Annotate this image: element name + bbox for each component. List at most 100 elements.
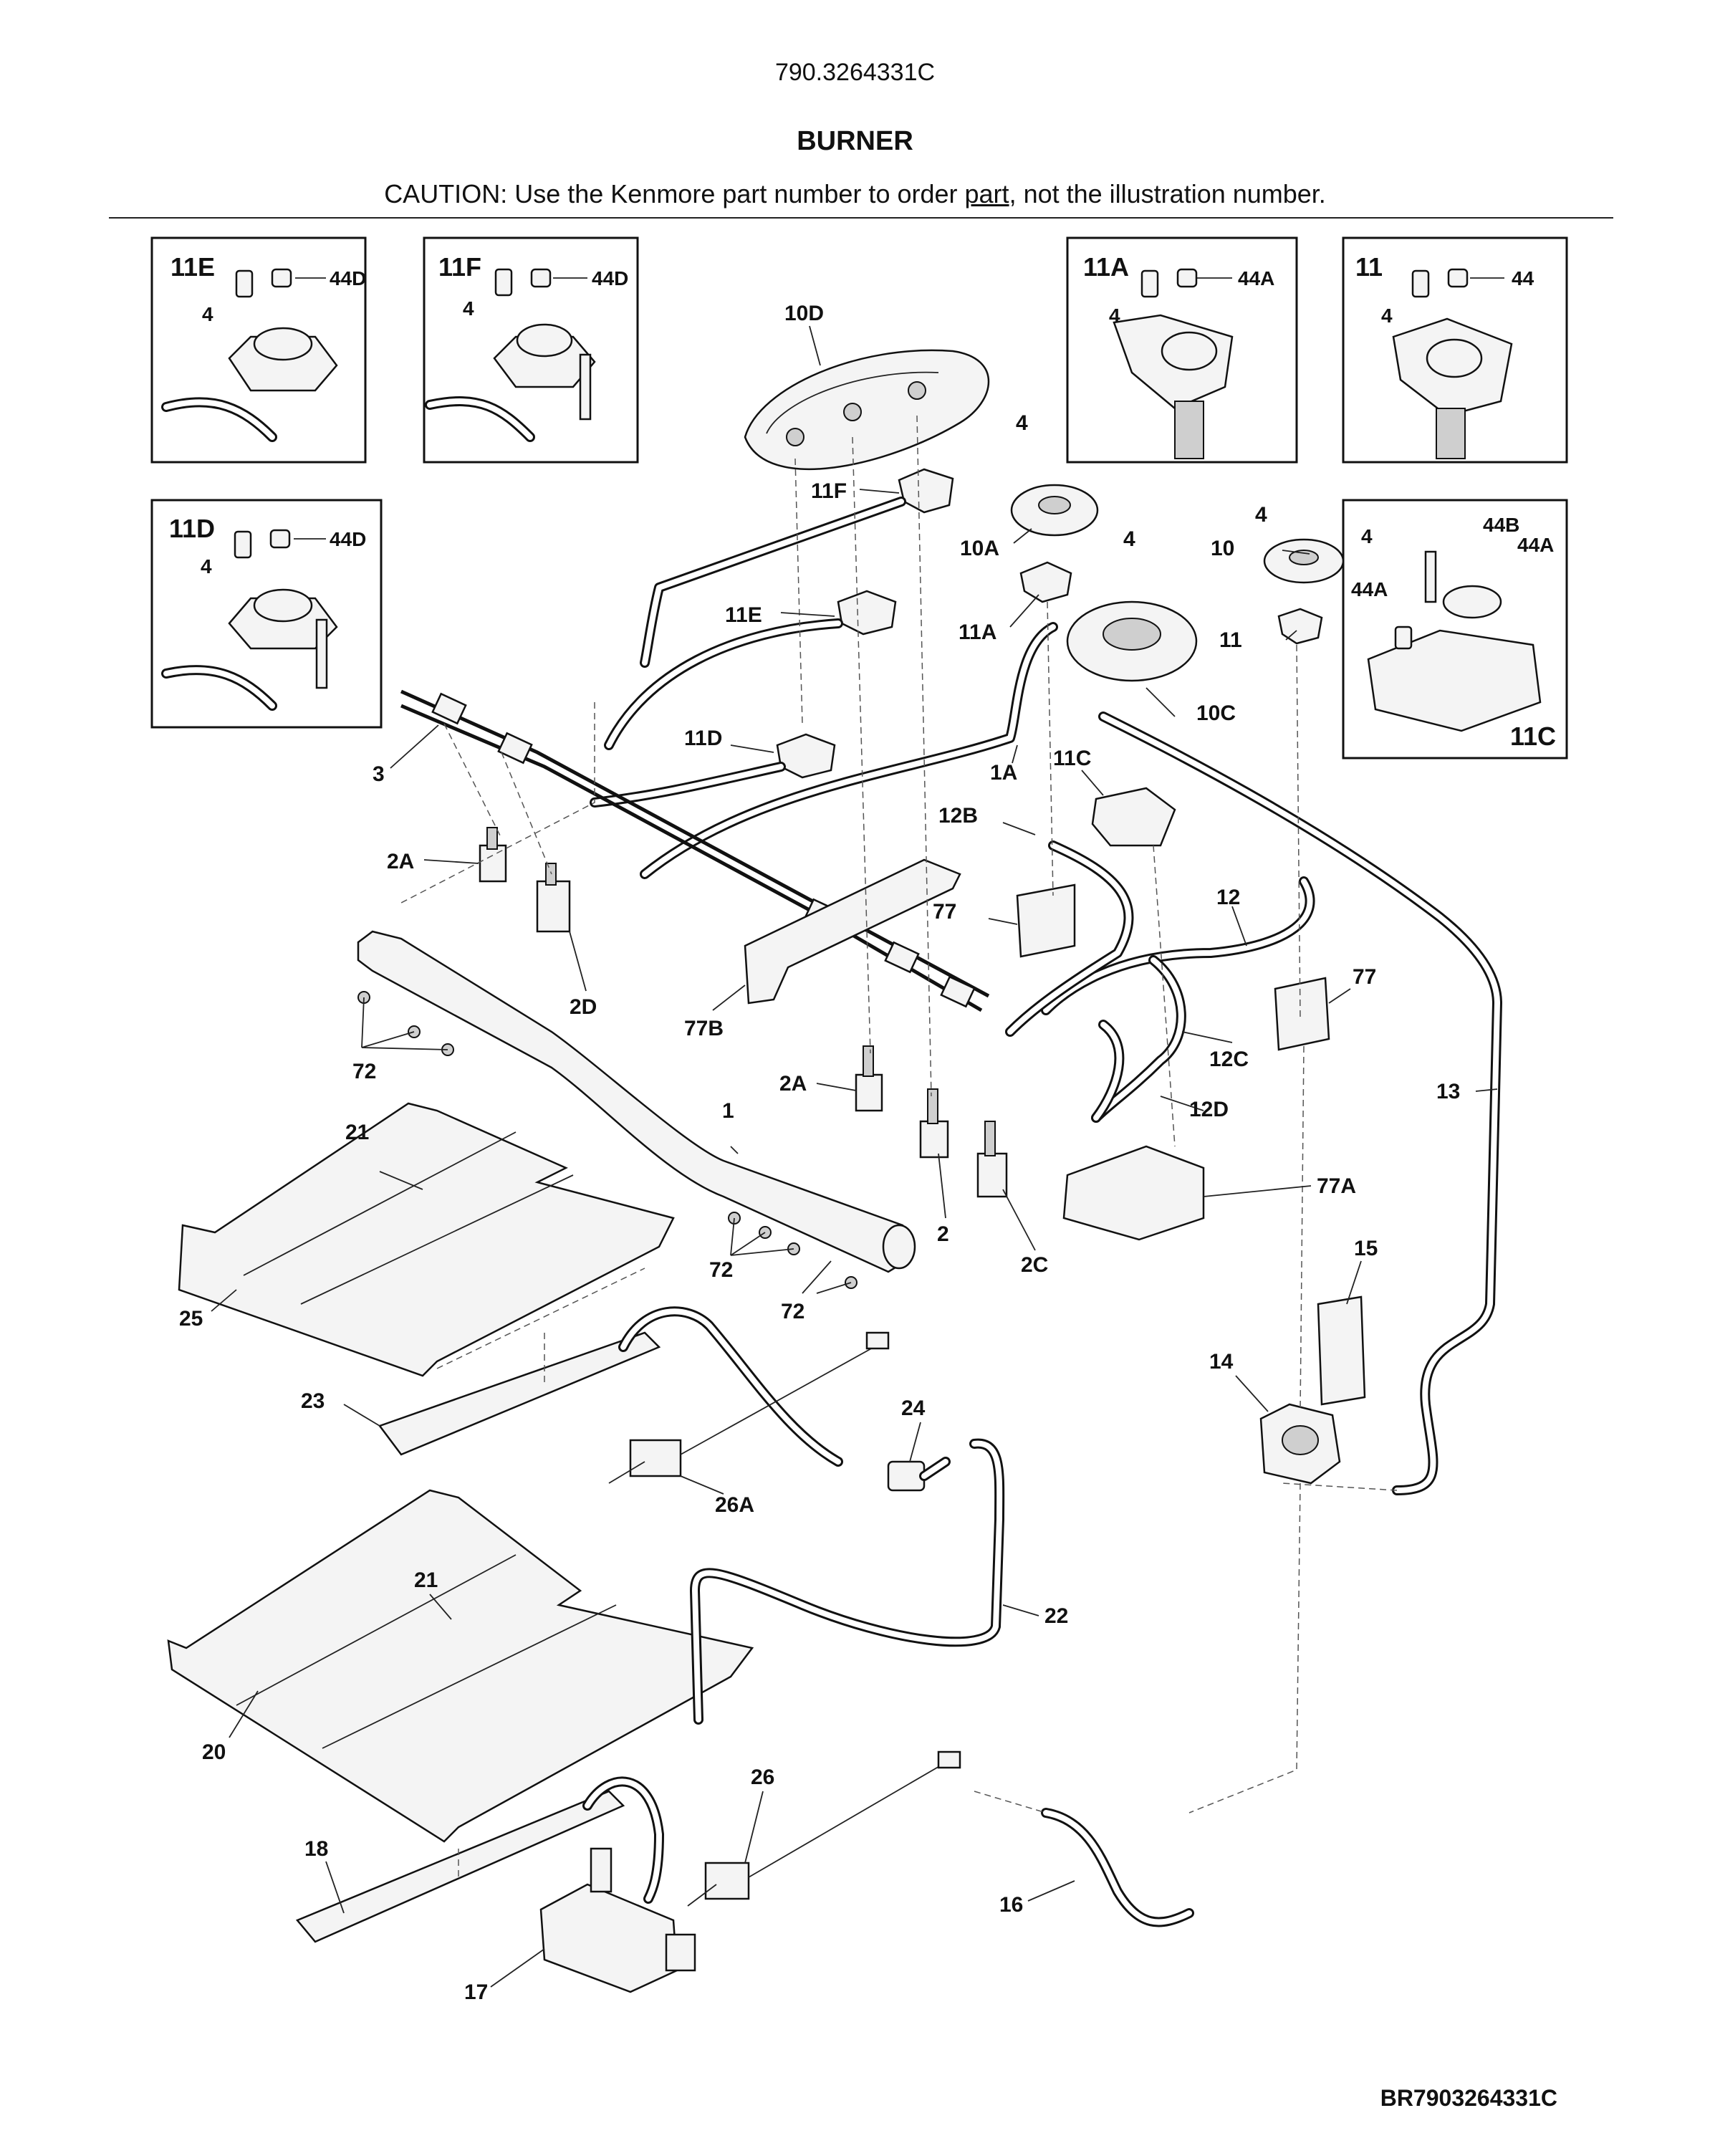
igniter-26 — [687, 1750, 961, 1907]
header-divider — [109, 217, 1613, 219]
callout-26A: 26A — [715, 1493, 754, 1517]
oven-valve-17 — [539, 1847, 696, 1993]
bracket-77-right — [1274, 977, 1330, 1051]
callout-4: 4 — [1255, 503, 1267, 527]
oval-burner-10D — [744, 349, 990, 471]
callout-16: 16 — [999, 1893, 1023, 1917]
inset-11F: 11F 4 44D — [423, 236, 639, 464]
inset-label: 11F — [438, 252, 481, 282]
callout-screw: 4 — [1361, 525, 1373, 547]
callout-15: 15 — [1354, 1237, 1378, 1260]
burner-head-10C — [1066, 600, 1198, 682]
callout-72: 72 — [709, 1258, 733, 1282]
part-link[interactable]: part — [964, 179, 1009, 209]
callout-3: 3 — [373, 762, 385, 786]
callout-22: 22 — [1044, 1604, 1068, 1628]
burner-head-10 — [1263, 538, 1345, 584]
callout-cap-a: 44A — [1517, 534, 1554, 556]
callout-24: 24 — [901, 1396, 926, 1420]
callout-12: 12 — [1216, 886, 1240, 909]
model-number: 790.3264331C — [774, 59, 936, 86]
caution-text-end: , not the illustration number. — [1009, 179, 1326, 209]
cap-icon — [1447, 268, 1469, 288]
callout-12C: 12C — [1209, 1048, 1249, 1071]
diagram-code: BR7903264331C — [1380, 2085, 1557, 2111]
valve-2D — [536, 880, 571, 933]
valve-2C — [976, 1152, 1008, 1198]
inset-label: 11E — [170, 252, 215, 282]
callout-14: 14 — [1209, 1350, 1234, 1374]
callout-screw: 4 — [463, 297, 474, 320]
callout-10C: 10C — [1196, 701, 1236, 725]
burner-valves — [479, 827, 1008, 1198]
bracket-77 — [1016, 883, 1076, 958]
callout-cap-b: 44B — [1483, 514, 1519, 536]
valve-2A-lower — [855, 1073, 883, 1112]
inset-11D: 11D 4 44D — [150, 499, 383, 729]
mounting-brackets — [744, 858, 1366, 1406]
screw-icon — [235, 269, 254, 298]
page-title: BURNER — [797, 126, 913, 156]
callout-11A: 11A — [959, 621, 996, 644]
callout-screw: 4 — [201, 555, 212, 578]
callout-2A: 2A — [387, 850, 414, 873]
callout-cap: 44D — [330, 528, 366, 550]
callout-2D: 2D — [570, 995, 597, 1019]
oven-burner-tube-18 — [295, 1776, 664, 1943]
callout-11D: 11D — [684, 727, 722, 750]
callout-cap: 44A — [1238, 267, 1274, 289]
callout-72: 72 — [352, 1060, 376, 1083]
callout-cap: 44D — [592, 267, 628, 289]
inset-11A: 11A 4 44A — [1066, 236, 1298, 464]
caution-note: CAUTION: Use the Kenmore part number to … — [0, 179, 1710, 209]
burner-head-10A — [1010, 484, 1099, 537]
cap-icon — [1176, 268, 1198, 288]
inset-label: 11D — [169, 514, 215, 543]
oven-burner-tube-23 — [378, 1306, 843, 1467]
callout-18: 18 — [304, 1837, 328, 1861]
manifold-1 — [357, 930, 916, 1273]
inset-label: 11 — [1355, 252, 1383, 282]
screw-icon — [1411, 269, 1430, 298]
screw-icon — [1140, 269, 1159, 298]
callout-cap: 44D — [330, 267, 366, 289]
callout-4: 4 — [1123, 527, 1135, 551]
callout-13: 13 — [1436, 1080, 1460, 1103]
burner-shield-20 — [167, 1489, 754, 1843]
cap-icon — [530, 268, 552, 288]
callout-77: 77 — [1353, 965, 1376, 989]
callout-11C: 11C — [1053, 747, 1091, 770]
callout-10D: 10D — [784, 302, 824, 325]
callout-26: 26 — [751, 1765, 774, 1789]
inset-label: 11A — [1083, 252, 1129, 282]
callout-4: 4 — [1016, 411, 1028, 435]
cap-icon — [269, 529, 291, 549]
gas-tube-16 — [1041, 1808, 1194, 1927]
callout-11F: 11F — [811, 479, 847, 503]
oven-gas-tube-22 — [690, 1438, 1005, 1725]
callout-screw: 4 — [202, 303, 213, 325]
burner-head-icon — [493, 335, 596, 388]
callout-leaders — [211, 325, 1498, 1988]
callout-10: 10 — [1211, 537, 1234, 560]
callout-17: 17 — [464, 1980, 488, 2004]
screw-icon — [234, 530, 252, 559]
bracket-77B — [744, 858, 961, 1005]
inset-label: 11C — [1510, 722, 1556, 751]
callout-72: 72 — [781, 1300, 804, 1323]
callout-77B: 77B — [684, 1017, 724, 1040]
callout-12D: 12D — [1189, 1098, 1229, 1121]
inset-11C: 11C 4 44B 44A 44A — [1342, 499, 1568, 760]
callout-11E: 11E — [725, 603, 762, 627]
callout-2: 2 — [937, 1222, 949, 1246]
burner-shield-25 — [178, 1102, 675, 1377]
callout-23: 23 — [301, 1389, 325, 1413]
callout-77A: 77A — [1317, 1174, 1356, 1198]
inset-11E: 11E 4 44D — [150, 236, 367, 464]
callout-11: 11 — [1219, 628, 1242, 652]
callout-screw: 4 — [1381, 305, 1393, 327]
inset-11: 11 4 44 — [1342, 236, 1568, 464]
bracket-77A — [1062, 1145, 1205, 1241]
callout-1A: 1A — [990, 761, 1017, 785]
